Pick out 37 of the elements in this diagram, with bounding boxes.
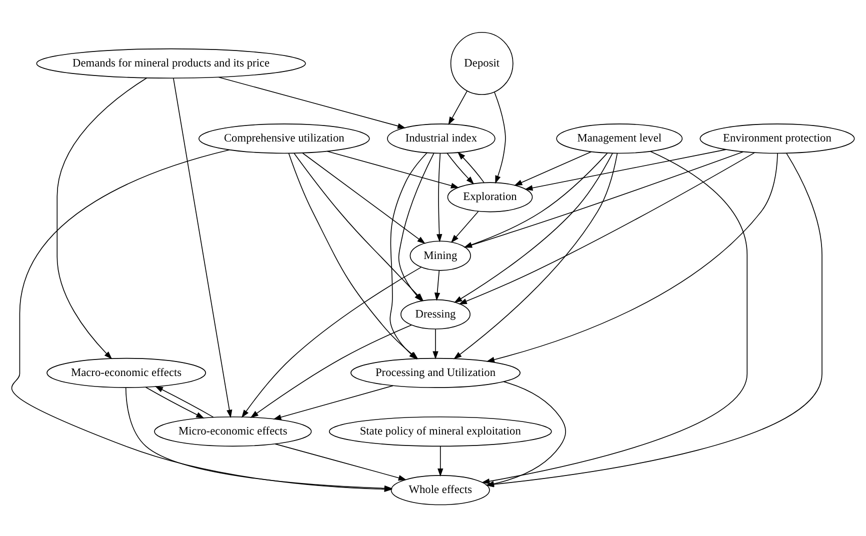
arrow	[436, 152, 442, 242]
arrow	[464, 152, 608, 248]
arrow	[482, 150, 748, 484]
node-circle: Deposit	[450, 31, 514, 94]
node-ellipse: Demands for mineral products and its price	[36, 48, 306, 78]
arrow	[450, 210, 479, 242]
node-ellipse: State policy of mineral exploitation	[328, 416, 552, 446]
arrow	[432, 328, 438, 359]
arrow	[448, 90, 468, 125]
arrow	[524, 148, 726, 190]
arrow	[302, 152, 426, 244]
arrow	[454, 152, 618, 359]
arrow	[273, 384, 394, 420]
node-ellipse: Micro-economic effects	[154, 416, 312, 446]
node-ellipse: Comprehensive utilization	[198, 123, 370, 154]
arrow	[434, 270, 440, 300]
arrow	[250, 324, 412, 418]
arrow	[326, 150, 460, 188]
arrow	[218, 76, 406, 128]
node-ellipse: Macro-economic effects	[46, 357, 206, 388]
arrow	[514, 150, 592, 186]
arrow	[173, 77, 232, 418]
arrow	[458, 152, 755, 304]
arrow	[154, 385, 214, 418]
arrow	[464, 150, 744, 248]
arrow	[494, 91, 506, 184]
arrow	[438, 446, 444, 476]
node-ellipse: Mining	[410, 240, 471, 270]
arrow	[486, 152, 778, 362]
arrow	[56, 76, 148, 359]
node-ellipse: Environment protection	[700, 123, 855, 154]
arrow	[457, 151, 484, 182]
arrow	[446, 152, 474, 184]
arrow	[274, 443, 407, 480]
arrow	[145, 386, 204, 418]
node-ellipse: Management level	[556, 123, 683, 154]
arrow	[454, 152, 613, 302]
